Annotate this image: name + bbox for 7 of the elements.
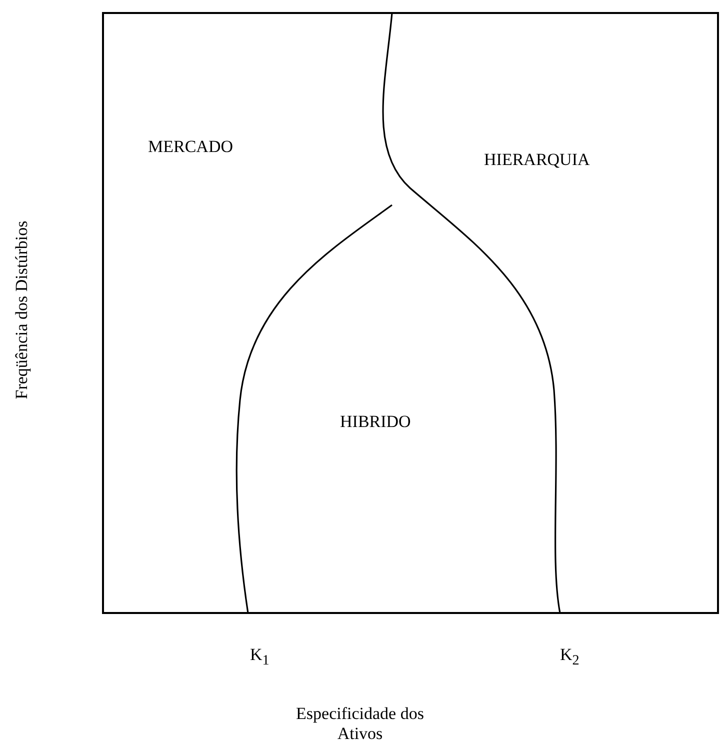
axis-label: Especificidade dos Ativos	[295, 704, 425, 744]
region-label: HIERARQUIA	[484, 150, 590, 170]
tick-label: K$_{2}$	[560, 645, 580, 670]
region-label: MERCADO	[148, 137, 234, 157]
region-label: HIBRIDO	[340, 412, 411, 432]
tick-label: K$_{1}$	[250, 645, 270, 670]
axis-label: Freqüência dos Distúrbios	[12, 220, 32, 400]
